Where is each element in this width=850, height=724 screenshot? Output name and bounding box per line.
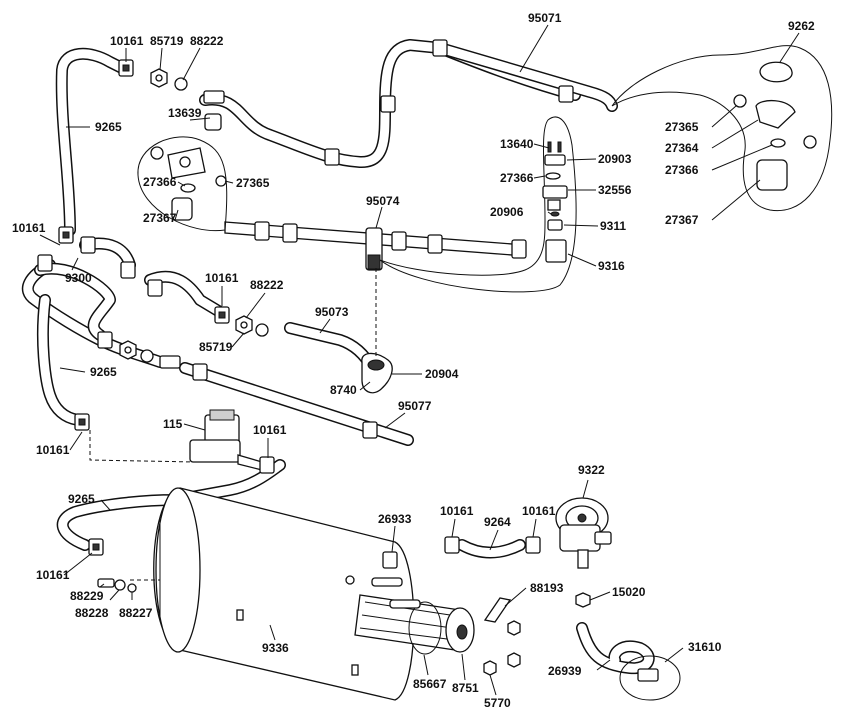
part-label-88222: 88222 [250, 278, 284, 292]
part-label-15020: 15020 [612, 585, 646, 599]
part-label-85667: 85667 [413, 677, 447, 691]
part-label-9300: 9300 [65, 271, 92, 285]
part-label-20906: 20906 [490, 205, 524, 219]
part-label-27366: 27366 [665, 163, 699, 177]
part-label-95073: 95073 [315, 305, 349, 319]
part-label-10161: 10161 [36, 443, 70, 457]
part-label-9336: 9336 [262, 641, 289, 655]
part-label-13640: 13640 [500, 137, 534, 151]
part-label-95071: 95071 [528, 11, 562, 25]
part-label-85719: 85719 [150, 34, 184, 48]
part-label-9264: 9264 [484, 515, 511, 529]
fittings [37, 39, 659, 682]
part-label-88222: 88222 [190, 34, 224, 48]
part-label-27365: 27365 [665, 120, 699, 134]
part-label-27367: 27367 [665, 213, 699, 227]
part-label-27365: 27365 [236, 176, 270, 190]
part-label-115: 115 [163, 417, 183, 431]
part-label-26933: 26933 [378, 512, 412, 526]
part-label-10161: 10161 [253, 423, 287, 437]
part-labels: 10161 85719 88222 9265 13639 27366 27365 27367 9… [12, 11, 815, 710]
part-label-95077: 95077 [398, 399, 432, 413]
part-label-10161: 10161 [440, 504, 474, 518]
part-label-9316: 9316 [598, 259, 625, 273]
part-label-88193: 88193 [530, 581, 564, 595]
tank-9336 [153, 487, 415, 701]
regulator-20904 [361, 268, 393, 394]
part-label-27366: 27366 [143, 175, 177, 189]
part-label-32556: 32556 [598, 183, 632, 197]
part-label-9265: 9265 [95, 120, 122, 134]
part-label-9265: 9265 [68, 492, 95, 506]
leader-lines [39, 24, 800, 696]
part-label-9262: 9262 [788, 19, 815, 33]
part-label-20903: 20903 [598, 152, 632, 166]
part-label-8751: 8751 [452, 681, 479, 695]
part-label-85719: 85719 [199, 340, 233, 354]
part-label-10161: 10161 [205, 271, 239, 285]
fuel-rail-95074 [224, 221, 527, 271]
part-label-31610: 31610 [688, 640, 722, 654]
part-label-8740: 8740 [330, 383, 357, 397]
part-label-9322: 9322 [578, 463, 605, 477]
part-label-88228: 88228 [75, 606, 109, 620]
part-label-27364: 27364 [665, 141, 699, 155]
dashed-routes [89, 430, 196, 581]
part-label-13639: 13639 [168, 106, 202, 120]
part-label-10161: 10161 [522, 504, 556, 518]
part-label-27367: 27367 [143, 211, 177, 225]
part-label-88227: 88227 [119, 606, 153, 620]
part-label-20904: 20904 [425, 367, 459, 381]
part-label-9265: 9265 [90, 365, 117, 379]
inset-parts [150, 61, 817, 263]
solenoid-115 [189, 409, 263, 471]
part-label-95074: 95074 [366, 194, 400, 208]
part-label-10161: 10161 [36, 568, 70, 582]
part-label-9311: 9311 [600, 219, 626, 233]
part-label-27366: 27366 [500, 171, 534, 185]
regulator-9322 [555, 497, 612, 569]
part-label-5770: 5770 [484, 696, 511, 710]
part-label-10161: 10161 [110, 34, 144, 48]
part-label-88229: 88229 [70, 589, 104, 603]
part-label-10161: 10161 [12, 221, 46, 235]
sender-unit [354, 577, 475, 655]
part-label-26939: 26939 [548, 664, 582, 678]
